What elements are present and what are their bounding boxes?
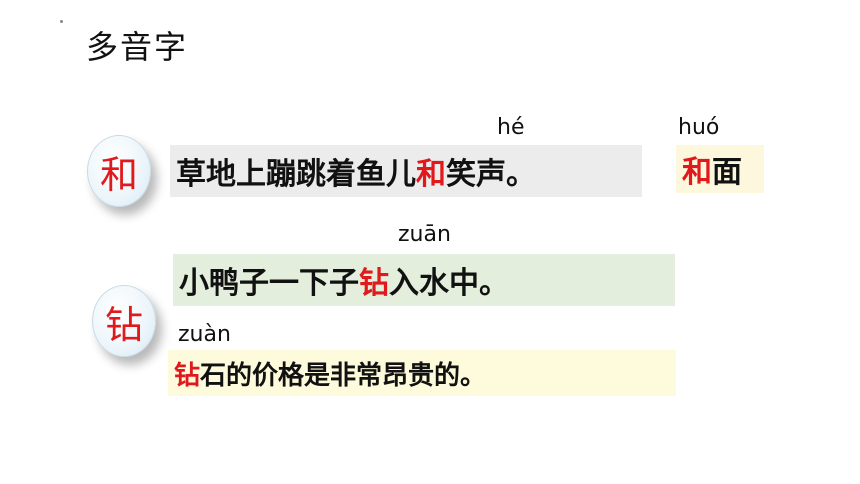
pinyin-huo: huó bbox=[678, 115, 720, 140]
sentence-he: 草地上蹦跳着鱼儿和笑声。 bbox=[170, 145, 642, 197]
sentence-text-after: 面 bbox=[712, 155, 742, 190]
char-badge-zuan: 钻 bbox=[92, 285, 156, 357]
word-huo: 和面 bbox=[676, 145, 764, 193]
sentence-text-after: 笑声。 bbox=[446, 157, 536, 192]
decorative-dot bbox=[60, 20, 63, 23]
sentence-highlight: 钻 bbox=[174, 360, 201, 391]
pinyin-zuan-4: zuàn bbox=[178, 322, 231, 347]
page-title: 多音字 bbox=[86, 28, 189, 66]
sentence-text-after: 石的价格是非常昂贵的。 bbox=[200, 360, 487, 391]
pinyin-he: hé bbox=[497, 115, 525, 140]
pinyin-zuan-1: zuān bbox=[398, 222, 451, 247]
sentence-highlight: 和 bbox=[682, 155, 712, 190]
sentence-text-before: 小鸭子一下子 bbox=[179, 266, 359, 301]
sentence-highlight: 和 bbox=[416, 157, 446, 192]
sentence-zuan-1: 小鸭子一下子钻入水中。 bbox=[173, 254, 675, 306]
sentence-zuan-4: 钻石的价格是非常昂贵的。 bbox=[168, 350, 676, 396]
sentence-highlight: 钻 bbox=[359, 266, 389, 301]
sentence-text-after: 入水中。 bbox=[389, 266, 509, 301]
char-badge-he: 和 bbox=[87, 135, 151, 207]
sentence-text-before: 草地上蹦跳着鱼儿 bbox=[176, 157, 416, 192]
